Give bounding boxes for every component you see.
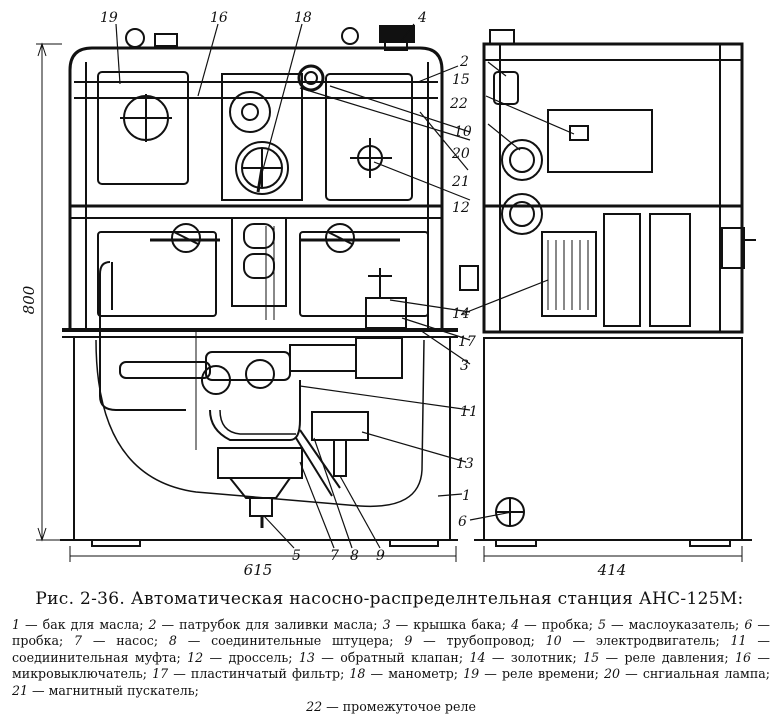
legend-item: 5 — маслоуказатель;	[598, 617, 740, 632]
callout-14: 14	[452, 306, 470, 322]
technical-drawing: 19 16 18 4 2 15 22 10 20 21 12 14 17 3 1…	[20, 10, 756, 579]
legend-item: 8 — соединительные штуцера;	[168, 633, 394, 649]
figure-caption: Рис. 2-36. Автоматическая насосно-распре…	[35, 589, 744, 609]
callout-8: 8	[350, 548, 359, 564]
legend-item: 11 — соедиинительная муфта;	[12, 633, 770, 665]
legend-item: 2 — патрубок для заливки масла;	[148, 617, 378, 632]
legend-item: 9 — трубопровод;	[404, 633, 535, 649]
side-view	[459, 29, 756, 547]
legend-item: 14 — золотник;	[469, 649, 577, 665]
legend-item: 7 — насос;	[74, 633, 159, 649]
legend-item: 12 — дроссель;	[187, 649, 293, 665]
callout-15: 15	[452, 72, 470, 88]
dimension-side-width: 414	[597, 561, 627, 579]
callout-4: 4	[417, 10, 427, 26]
callout-22: 22	[449, 96, 468, 112]
legend-item: 16 — микровыключатель;	[12, 649, 770, 682]
callout-10: 10	[454, 124, 472, 140]
callout-6: 6	[458, 514, 467, 530]
callout-21: 21	[451, 174, 470, 190]
legend-item: 1 — бак для масла;	[12, 617, 144, 632]
callout-17: 17	[458, 334, 476, 350]
callout-3: 3	[460, 358, 469, 374]
figure-legend: 1 — бак для масла; 2 — патрубок для зали…	[12, 617, 770, 715]
legend-item: 20 — снгиальная лампа;	[604, 666, 771, 682]
leader-lines	[115, 23, 575, 549]
dimension-front-width: 615	[244, 561, 273, 579]
callout-5: 5	[292, 548, 301, 564]
callout-2: 2	[459, 54, 469, 70]
dimension-height: 800	[20, 285, 38, 314]
legend-item: 18 — манометр;	[349, 666, 459, 682]
callout-19: 19	[100, 10, 118, 26]
callout-1: 1	[462, 488, 471, 504]
legend-item: 4 — пробка;	[511, 617, 593, 632]
legend-item: 17 — пластинчатый фильтр;	[152, 666, 345, 682]
legend-item: 19 — реле времени;	[463, 666, 599, 682]
legend-item: 3 — крышка бака;	[382, 617, 507, 632]
legend-item: 15 — реле давления;	[583, 649, 729, 665]
callout-12: 12	[452, 200, 470, 216]
callout-7: 7	[330, 548, 339, 564]
callout-18: 18	[294, 10, 312, 26]
legend-item: 13 — обратный клапан;	[298, 649, 464, 665]
legend-item: 10 — электродвигатель;	[545, 633, 720, 649]
callout-11: 11	[460, 404, 478, 420]
legend-item: 22 — промежуточое реле	[306, 699, 476, 715]
callout-9: 9	[376, 548, 385, 564]
dimension-lines	[36, 42, 743, 562]
legend-item: 6 — пробка;	[12, 617, 770, 649]
legend-item: 21 — магнитный пускатель;	[12, 682, 199, 698]
callout-16: 16	[210, 10, 228, 26]
callout-13: 13	[456, 456, 474, 472]
front-view	[60, 25, 458, 547]
callout-20: 20	[451, 146, 470, 162]
